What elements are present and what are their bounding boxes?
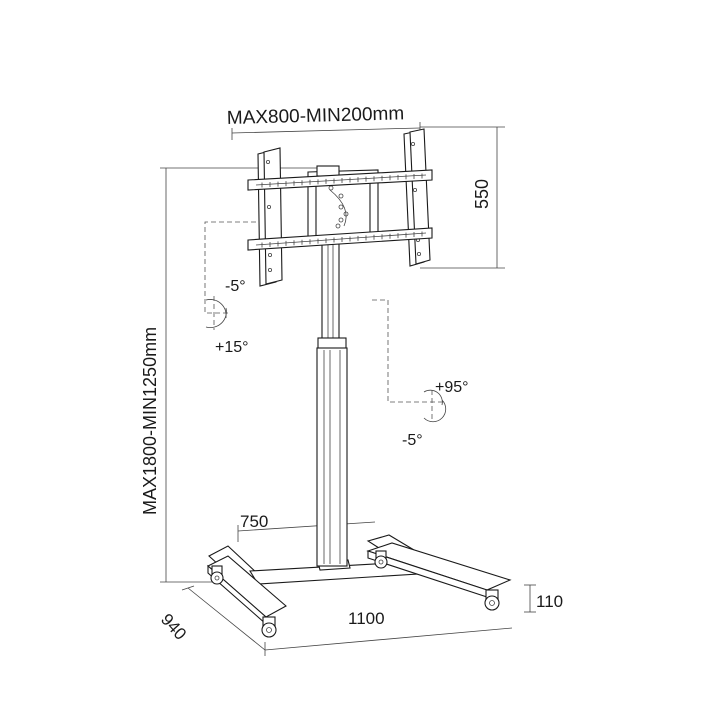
base-width-label: 1100 — [348, 609, 385, 628]
height-range-label: MAX1800-MIN1250mm — [140, 327, 160, 515]
tilt-left-plus-label: +15° — [215, 339, 249, 356]
tilt-left-minus-label: -5° — [225, 278, 246, 295]
column — [316, 237, 348, 567]
mounting-bracket — [247, 128, 433, 287]
caster-rear-left — [210, 565, 224, 585]
casters — [210, 550, 500, 638]
rail-slots — [261, 173, 423, 248]
caster-front-left — [261, 616, 277, 638]
width-range-label: MAX800-MIN200mm — [227, 103, 405, 129]
plate-holes — [265, 141, 421, 272]
base-depth-top-label: 750 — [240, 512, 268, 531]
caster-front-right — [484, 589, 500, 611]
caster-rear-right — [374, 550, 388, 569]
tilt-right-plus-label: +95° — [435, 379, 469, 396]
dimension-lines — [160, 122, 536, 656]
tilt-right-minus-label: -5° — [402, 432, 423, 449]
base-height-label: 110 — [536, 592, 563, 611]
tilt-indicators — [204, 221, 447, 423]
base-depth-label: 940 — [157, 610, 190, 644]
plate-height-label: 550 — [472, 179, 492, 209]
